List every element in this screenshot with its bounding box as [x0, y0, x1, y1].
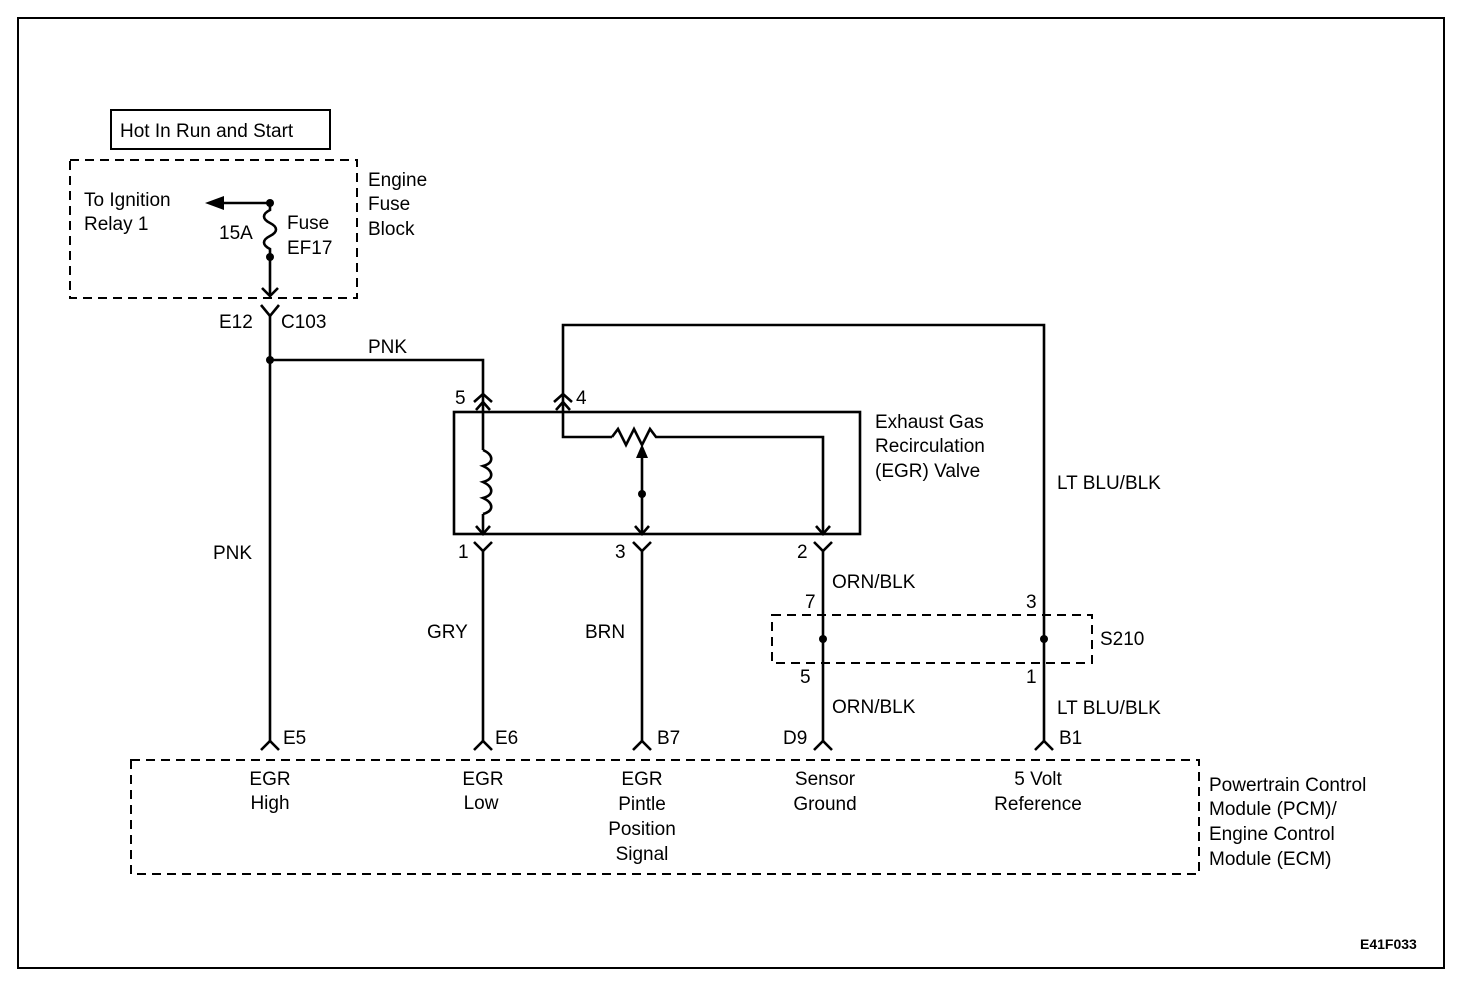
egr-pot-signal-arrow-icon — [634, 525, 650, 536]
pnk-wire-to-egr — [270, 358, 485, 402]
egr-solenoid-lower-arrow-icon — [475, 525, 491, 536]
egr-pin-1-connector-icon — [473, 541, 493, 553]
egr-pin-5-label: 5 — [455, 388, 466, 409]
egr-potentiometer-icon — [610, 426, 662, 448]
ignition-relay-label-line-1: To Ignition — [84, 190, 171, 211]
pcm-pin-b7: B7 — [657, 728, 680, 749]
pcm-d9-connector-icon — [813, 739, 833, 751]
header-box-label: Hot In Run and Start — [120, 121, 294, 142]
s210-outline — [771, 614, 1093, 664]
ignition-arrow-icon — [205, 196, 224, 210]
egr-pin-2-connector-icon — [813, 541, 833, 553]
engine-fuse-block: Engine Fuse Block To Ignition Relay 1 15… — [69, 159, 427, 299]
pcm-b7-label-line-2: Pintle — [618, 794, 666, 815]
pcm-b1-connector-icon — [1034, 739, 1054, 751]
pcm-e6-connector-icon — [473, 739, 493, 751]
s210-pin-7-label: 7 — [805, 592, 816, 613]
c103-name-label: C103 — [281, 312, 326, 333]
orn-blk-lower-label: ORN/BLK — [832, 697, 916, 718]
egr-pot-wiper-arrow-icon — [636, 444, 648, 458]
pcm-e5-label-line-1: EGR — [249, 769, 290, 790]
egr-pot-wiper-node — [638, 490, 646, 498]
pnk-left-label: PNK — [213, 543, 252, 564]
pcm-pin-b1: B1 — [1059, 728, 1082, 749]
pcm-name-line-1: Powertrain Control — [1209, 775, 1366, 796]
c103-pin-label: E12 — [219, 312, 253, 333]
pcm-b1-label-line-1: 5 Volt — [1014, 769, 1062, 790]
egr-valve: 5 4 Exhaust Gas Recirculation (EGR) Valv… — [452, 388, 985, 563]
ignition-relay-label-line-2: Relay 1 — [84, 214, 148, 235]
egr-label-line-3: (EGR) Valve — [875, 461, 980, 482]
egr-pin-4-connector-icon — [553, 392, 573, 403]
pcm-pin-e6: E6 — [495, 728, 518, 749]
lt-blu-blk-wire — [561, 323, 1046, 742]
pcm-outline — [130, 759, 1200, 875]
s210-pin-5-label: 5 — [800, 667, 811, 688]
fuse-name-line-1: Fuse — [287, 213, 329, 234]
pcm-e5-label-line-2: High — [250, 793, 289, 814]
pcm-b7-label-line-4: Signal — [616, 844, 669, 865]
egr-pot-ground-arrow-icon — [815, 525, 831, 536]
pcm-pin-e5: E5 — [283, 728, 306, 749]
header-box — [110, 109, 331, 150]
pcm-b7-connector-icon — [632, 739, 652, 751]
c103-connector-icon — [259, 304, 281, 319]
pcm-name-line-2: Module (PCM)/ — [1209, 799, 1337, 820]
pcm-connectors: E5 E6 B7 D9 B1 — [260, 728, 1082, 751]
pnk-top-label: PNK — [368, 337, 407, 358]
egr-pot-ground-lead — [662, 435, 825, 534]
pcm-b7-label-line-1: EGR — [621, 769, 662, 790]
fuse-block-label-line-2: Fuse — [368, 194, 410, 215]
s210-pin-3-label: 3 — [1026, 592, 1037, 613]
figure-id: E41F033 — [1360, 936, 1417, 952]
s210-node-right — [1040, 635, 1048, 643]
egr-solenoid-coil-icon — [479, 448, 493, 516]
fuse-rating: 15A — [219, 223, 253, 244]
egr-pin-4-label: 4 — [576, 388, 587, 409]
pcm-b1-label-line-2: Reference — [994, 794, 1082, 815]
egr-pin-2-label: 2 — [797, 542, 808, 563]
pcm-module: EGR High EGR Low EGR Pintle Position Sig… — [130, 759, 1366, 875]
diagram-frame — [17, 17, 1445, 969]
s210-label: S210 — [1100, 629, 1144, 650]
egr-pot-reference-lead — [561, 402, 612, 439]
lt-blu-blk-lower-label: LT BLU/BLK — [1057, 698, 1161, 719]
egr-pin-1-label: 1 — [458, 542, 469, 563]
egr-pot-reference-arrow-icon — [555, 400, 571, 411]
pcm-name-line-3: Engine Control — [1209, 824, 1335, 845]
pcm-pin-d9: D9 — [783, 728, 807, 749]
brn-label: BRN — [585, 622, 625, 643]
egr-label-line-2: Recirculation — [875, 436, 985, 457]
fuse-block-label-line-1: Engine — [368, 170, 427, 191]
connector-c103: E12 C103 — [219, 304, 326, 333]
egr-pin-5-connector-icon — [473, 392, 493, 403]
fuse-name-line-2: EF17 — [287, 238, 332, 259]
orn-blk-upper-label: ORN/BLK — [832, 572, 916, 593]
pcm-d9-label-line-2: Ground — [793, 794, 856, 815]
pcm-e6-label-line-1: EGR — [462, 769, 503, 790]
egr-label-line-1: Exhaust Gas — [875, 412, 984, 433]
pcm-name-line-4: Module (ECM) — [1209, 849, 1331, 870]
gry-label: GRY — [427, 622, 468, 643]
s210-node-left — [819, 635, 827, 643]
pcm-e5-connector-icon — [260, 739, 280, 751]
egr-pin-3-connector-icon — [632, 541, 652, 553]
splice-pack-s210: S210 7 3 5 1 — [771, 592, 1144, 688]
fuse-output-arrow-icon — [261, 287, 279, 298]
pcm-b7-label-line-3: Position — [608, 819, 676, 840]
fuse-block-outline — [69, 159, 358, 299]
egr-solenoid-upper-arrow-icon — [475, 400, 491, 411]
pcm-e6-label-line-2: Low — [464, 793, 499, 814]
lt-blu-blk-upper-label: LT BLU/BLK — [1057, 473, 1161, 494]
s210-pin-1-label: 1 — [1026, 667, 1037, 688]
fuse-element-icon — [262, 203, 278, 257]
egr-valve-body — [452, 410, 862, 536]
pcm-d9-label-line-1: Sensor — [795, 769, 856, 790]
fuse-block-label-line-3: Block — [368, 219, 415, 240]
egr-pin-3-label: 3 — [615, 542, 626, 563]
